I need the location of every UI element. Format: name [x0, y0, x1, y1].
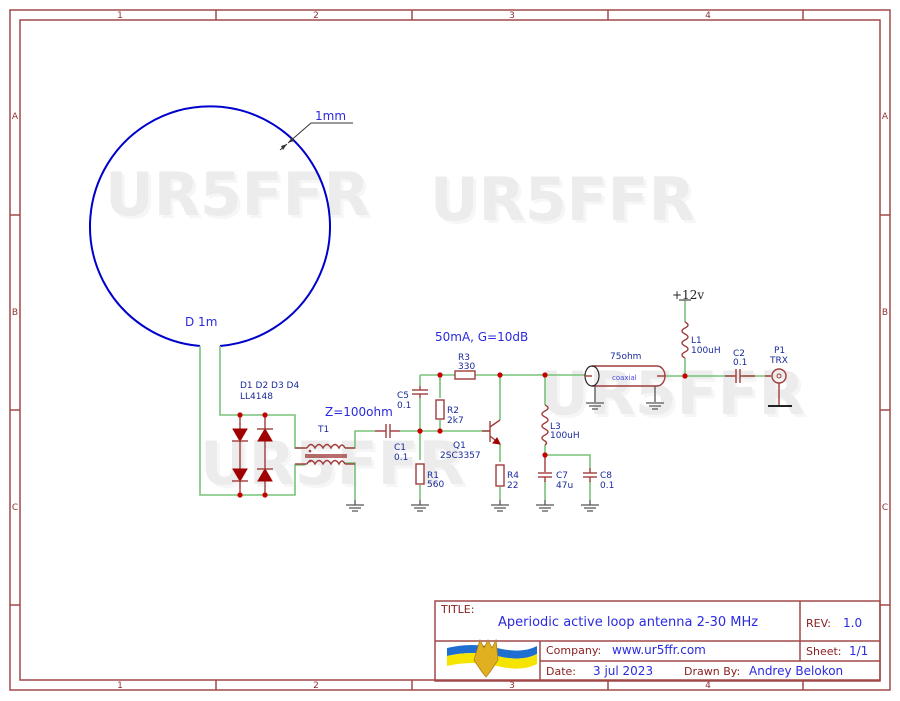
loop-diameter-label: D 1m — [185, 315, 217, 329]
bias-gain-label: 50mA, G=10dB — [435, 330, 528, 344]
watermark: UR5FFR — [540, 359, 805, 429]
sheet-label: Sheet: — [806, 645, 842, 658]
ukraine-flag-logo — [447, 638, 537, 678]
p1-ref: P1 — [774, 346, 785, 356]
diode-bridge: D1 D2 D3 D4 LL4148 — [232, 381, 299, 495]
r3-ref: R3 — [458, 353, 470, 363]
capacitor-c1: C1 0.1 — [375, 424, 408, 463]
coaxial-cable: 75ohm coaxial — [584, 352, 666, 402]
r2-ref: R2 — [447, 406, 459, 416]
sheet-value: 1/1 — [849, 644, 868, 658]
impedance-label: Z=100ohm — [325, 405, 393, 419]
r3-value: 330 — [458, 362, 475, 372]
capacitor-c2: C2 0.1 — [725, 349, 755, 383]
ground-icon — [646, 402, 664, 410]
c1-ref: C1 — [394, 443, 406, 453]
row-label: A — [12, 112, 19, 122]
coax-label: coaxial — [612, 374, 637, 382]
ground-icon — [411, 500, 429, 512]
transformer-t1: T1 Z=100ohm — [295, 405, 393, 466]
diodes-ref: D1 D2 D3 D4 — [240, 381, 299, 391]
watermark: UR5FFR — [543, 362, 808, 432]
column-label: 2 — [313, 11, 319, 21]
capacitor-c5: C5 0.1 — [397, 386, 428, 411]
c8-value: 0.1 — [600, 481, 614, 491]
c2-value: 0.1 — [733, 358, 747, 368]
junctions — [237, 372, 688, 498]
rev-value: 1.0 — [843, 616, 862, 630]
date-value: 3 jul 2023 — [593, 664, 653, 678]
c2-ref: C2 — [733, 349, 745, 359]
ground-symbols — [346, 402, 664, 512]
ground-icon — [586, 402, 604, 410]
coax-impedance: 75ohm — [610, 352, 641, 362]
resistor-r4: R4 22 — [495, 464, 519, 491]
inductor-l1: +12v L1 100uH — [672, 288, 721, 359]
resistor-r2: R2 2k7 — [435, 399, 464, 426]
ground-icon — [491, 500, 509, 512]
drawn-by-label: Drawn By: — [684, 665, 740, 678]
company-value: www.ur5ffr.com — [612, 643, 706, 657]
company-label: Company: — [546, 644, 601, 657]
l1-value: 100uH — [691, 346, 721, 356]
q1-ref: Q1 — [453, 441, 466, 451]
column-label: 3 — [509, 11, 515, 21]
q1-value: 2SC3357 — [440, 451, 481, 461]
row-label: B — [882, 308, 888, 318]
transistor-q1: Q1 2SC3357 50mA, G=10dB — [435, 330, 528, 461]
column-label: 4 — [705, 681, 711, 691]
ground-icon — [581, 500, 599, 512]
l3-ref: L3 — [550, 422, 561, 432]
drawn-by-value: Andrey Belokon — [749, 664, 843, 678]
drawing-title: Aperiodic active loop antenna 2-30 MHz — [498, 615, 758, 630]
c7-value: 47u — [556, 481, 573, 491]
row-label: C — [12, 503, 18, 513]
wires — [199, 300, 770, 500]
supply-label: +12v — [672, 288, 704, 302]
ground-icon — [536, 500, 554, 512]
date-label: Date: — [546, 665, 576, 678]
l3-value: 100uH — [550, 431, 580, 441]
rev-label: REV: — [806, 617, 831, 630]
connector-p1: P1 TRX — [765, 346, 792, 407]
column-label: 2 — [313, 681, 319, 691]
c7-ref: C7 — [556, 471, 568, 481]
wire-thickness-label: 1mm — [315, 109, 346, 123]
title-block: TITLE: Aperiodic active loop antenna 2-3… — [434, 600, 881, 682]
column-label: 4 — [705, 11, 711, 21]
r1-value: 560 — [427, 480, 444, 490]
l1-ref: L1 — [691, 336, 702, 346]
c5-ref: C5 — [397, 391, 409, 401]
capacitor-c8: C8 0.1 — [583, 468, 614, 491]
column-label: 1 — [117, 11, 123, 21]
column-label: 1 — [117, 681, 123, 691]
ground-icon — [346, 500, 364, 512]
c1-value: 0.1 — [394, 453, 408, 463]
c8-ref: C8 — [600, 471, 612, 481]
title-label: TITLE: — [440, 603, 474, 616]
r4-ref: R4 — [507, 471, 519, 481]
drawing-frame: 1 2 3 4 1 2 3 4 A B C A B C — [9, 9, 891, 691]
watermark: UR5FFR — [430, 165, 695, 235]
capacitor-c7: C7 47u — [538, 455, 573, 491]
r4-value: 22 — [507, 481, 518, 491]
watermarks: UR5FFR UR5FFR UR5FFR UR5FFR UR5FFR UR5FF… — [105, 160, 808, 502]
loop-antenna: 1mm D 1m — [89, 105, 353, 347]
inductor-l3: L3 100uH — [541, 404, 580, 446]
column-label: 3 — [509, 681, 515, 691]
c5-value: 0.1 — [397, 401, 411, 411]
watermark: UR5FFR — [433, 168, 698, 238]
row-label: C — [882, 503, 888, 513]
resistor-r1: R1 560 — [415, 463, 444, 490]
r2-value: 2k7 — [447, 416, 464, 426]
row-label: A — [882, 112, 889, 122]
row-label: B — [12, 308, 18, 318]
resistor-r3: R3 330 — [454, 353, 476, 380]
t1-ref: T1 — [317, 425, 329, 435]
diodes-value: LL4148 — [240, 392, 273, 402]
r1-ref: R1 — [427, 471, 439, 481]
watermark: UR5FFR — [108, 163, 373, 233]
p1-value: TRX — [769, 356, 788, 366]
